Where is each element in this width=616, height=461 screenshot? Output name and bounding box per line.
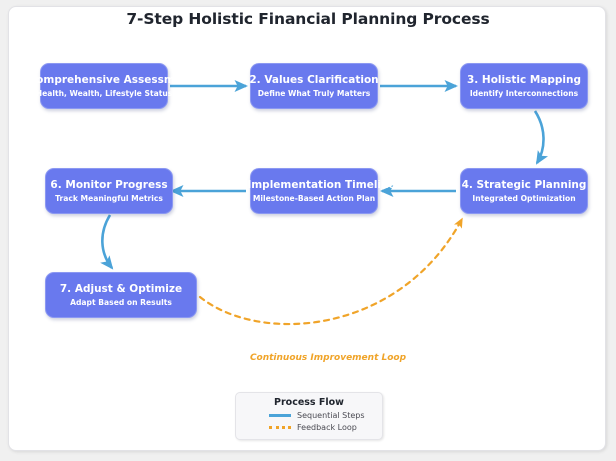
legend-swatch-solid-line-icon xyxy=(269,414,291,417)
node-step-6-subtitle: Track Meaningful Metrics xyxy=(55,193,163,203)
page-title: 7-Step Holistic Financial Planning Proce… xyxy=(126,10,490,28)
feedback-loop-label: Continuous Improvement Loop xyxy=(249,353,407,363)
node-step-5-title: 5. Implementation Timeline xyxy=(232,178,396,191)
node-step-2-title: 2. Values Clarification xyxy=(249,73,379,86)
node-step-4[interactable]: 4. Strategic Planning Integrated Optimiz… xyxy=(460,168,588,214)
node-step-3-subtitle: Identify Interconnections xyxy=(469,88,579,98)
legend-swatch-dotted-line-icon xyxy=(269,426,291,429)
legend-item-sequential-steps: Sequential Steps xyxy=(236,411,382,420)
legend-item-feedback-loop-label: Feedback Loop xyxy=(297,423,357,432)
node-step-4-title: 4. Strategic Planning xyxy=(461,178,587,191)
node-step-5-subtitle: Milestone-Based Action Plan xyxy=(252,193,376,203)
node-step-1[interactable]: 1. Comprehensive Assessment Health, Weal… xyxy=(14,63,195,109)
node-step-1-subtitle: Health, Wealth, Lifestyle Status xyxy=(35,88,173,98)
node-step-7-subtitle: Adapt Based on Results xyxy=(70,297,172,307)
node-step-3-title: 3. Holistic Mapping xyxy=(466,73,582,86)
legend-title: Process Flow xyxy=(274,397,344,408)
node-step-6-title: 6. Monitor Progress xyxy=(50,178,168,191)
node-step-2[interactable]: 2. Values Clarification Define What Trul… xyxy=(249,63,379,109)
node-step-6[interactable]: 6. Monitor Progress Track Meaningful Met… xyxy=(45,168,173,214)
node-step-3[interactable]: 3. Holistic Mapping Identify Interconnec… xyxy=(460,63,588,109)
node-step-5[interactable]: 5. Implementation Timeline Milestone-Bas… xyxy=(232,168,396,214)
node-step-7[interactable]: 7. Adjust & Optimize Adapt Based on Resu… xyxy=(45,272,197,318)
legend-panel: Process Flow Sequential Steps Feedback L… xyxy=(235,392,383,440)
node-step-1-title: 1. Comprehensive Assessment xyxy=(13,73,195,86)
legend-item-sequential-steps-label: Sequential Steps xyxy=(297,411,365,420)
node-step-7-title: 7. Adjust & Optimize xyxy=(59,282,183,295)
legend-item-feedback-loop: Feedback Loop xyxy=(236,423,382,432)
node-step-4-subtitle: Integrated Optimization xyxy=(472,193,576,203)
node-step-2-subtitle: Define What Truly Matters xyxy=(257,88,371,98)
